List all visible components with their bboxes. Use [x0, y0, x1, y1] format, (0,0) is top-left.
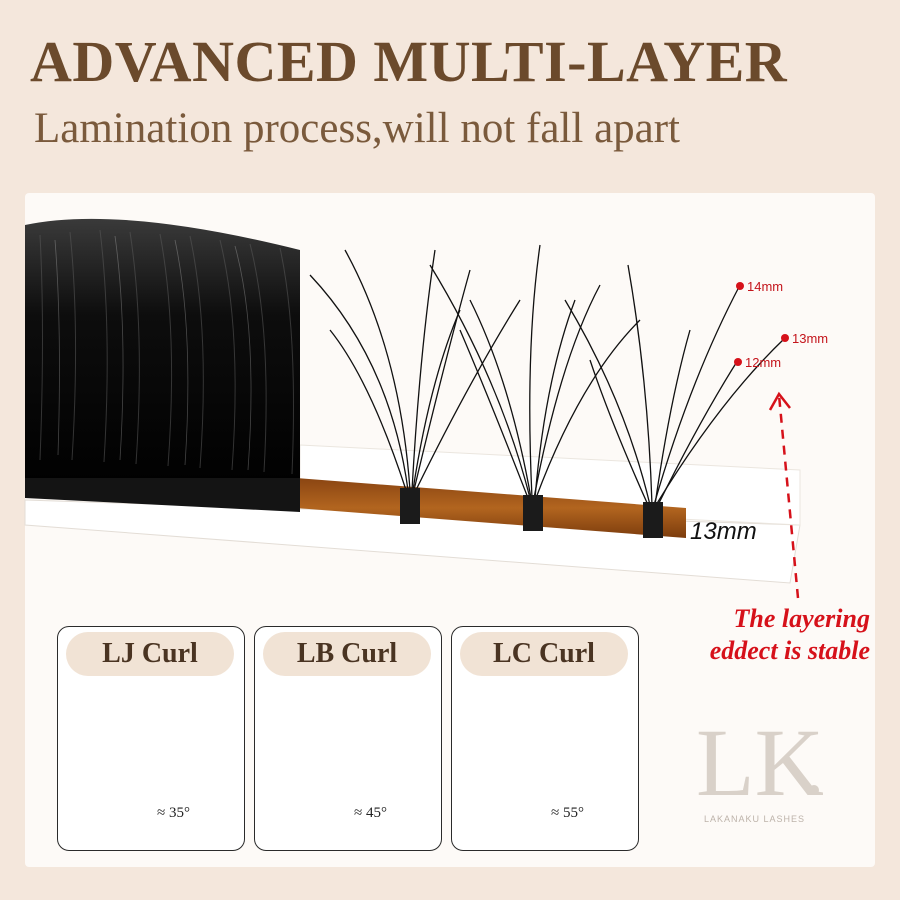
- length-label-13mm: 13mm: [792, 331, 829, 346]
- length-label-14mm: 14mm: [747, 279, 784, 294]
- marker-14mm: [736, 282, 744, 290]
- fan-base-3: [643, 502, 663, 538]
- fan-base-2: [523, 495, 543, 531]
- length-label-12mm: 12mm: [745, 355, 782, 370]
- brand-monogram: LK: [696, 709, 824, 816]
- marker-13mm: [781, 334, 789, 342]
- lash-fan-2: [429, 244, 641, 499]
- headline: ADVANCED MULTI-LAYER: [30, 29, 788, 94]
- curl-angle-lj: ≈ 35°: [157, 805, 190, 821]
- curl-label-lb: LB Curl: [263, 632, 431, 676]
- adhesive-band: [296, 478, 686, 538]
- tray-length-label: 13mm: [690, 518, 757, 545]
- lash-fan-1: [309, 249, 521, 491]
- curl-angle-lc: ≈ 55°: [551, 805, 584, 821]
- dense-lash-row: [25, 218, 300, 512]
- fan-base-1: [400, 488, 420, 524]
- stable-note-line2: eddect is stable: [709, 636, 870, 665]
- arrow-head: [768, 391, 791, 411]
- curl-label-lj: LJ Curl: [66, 632, 234, 676]
- brand-name: LAKANAKU LASHES: [704, 814, 806, 824]
- curl-angle-lb: ≈ 45°: [354, 805, 387, 821]
- stable-note-line1: The layering: [733, 604, 871, 633]
- marker-12mm: [734, 358, 742, 366]
- subheadline: Lamination process,will not fall apart: [34, 105, 681, 152]
- curl-label-lc: LC Curl: [460, 632, 628, 676]
- lash-fan-3: [564, 264, 786, 506]
- dashed-arrow: [777, 394, 800, 599]
- brand-logo: LK: [696, 709, 824, 816]
- stable-note: The layering eddect is stable: [710, 603, 870, 667]
